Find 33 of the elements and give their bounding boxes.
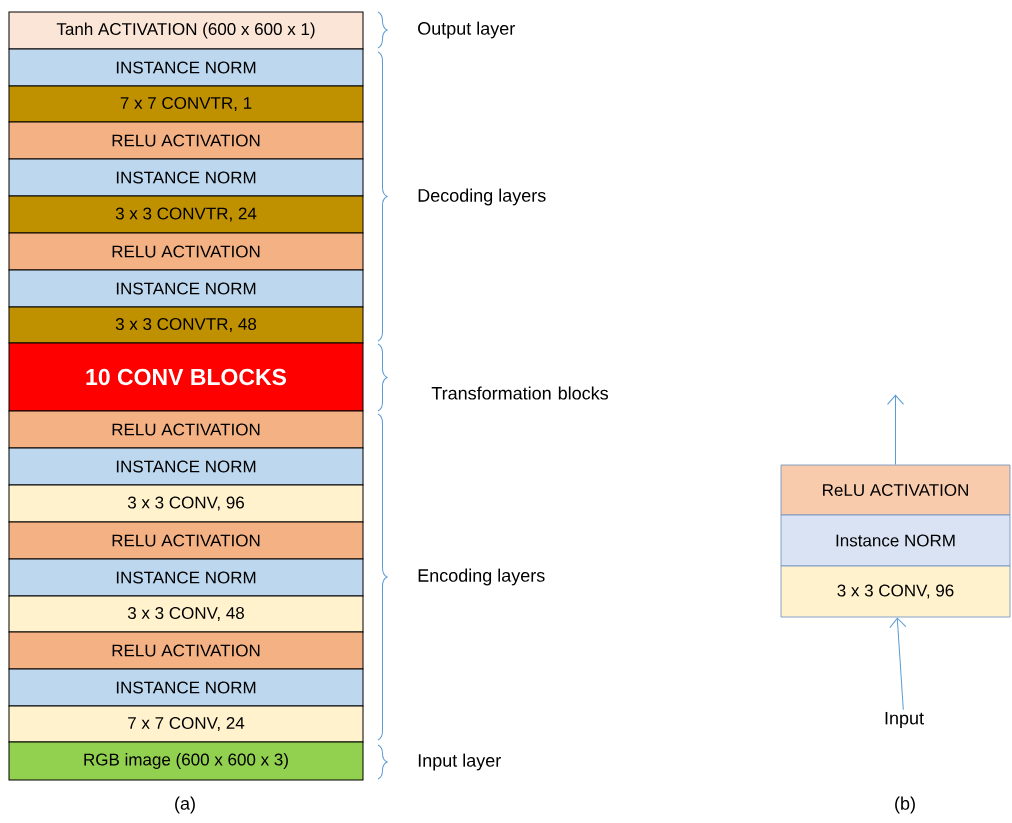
deconv-layer-box: 3 x 3 CONVTR, 48	[8, 306, 364, 344]
figure-label: (b)	[895, 796, 915, 814]
norm-layer-box: INSTANCE NORM	[8, 668, 364, 707]
norm-layer-box: INSTANCE NORM	[8, 158, 364, 197]
arrow	[889, 617, 907, 711]
section-label: Encoding layers	[418, 568, 545, 586]
conv-layer-box: 7 x 7 CONV, 24	[8, 705, 364, 743]
deconv-layer-box: 3 x 3 CONVTR, 24	[8, 195, 364, 234]
arrow	[887, 394, 904, 466]
section-label: Transformation blocks	[431, 386, 609, 400]
section-label: Output layer	[418, 21, 515, 39]
input-label: Input	[885, 711, 924, 729]
deconv-layer-box: 7 x 7 CONVTR, 1	[8, 85, 364, 123]
norm-layer-box: INSTANCE NORM	[8, 48, 364, 87]
output-layer-box: Tanh ACTIVATION (600 x 600 x 1)	[8, 11, 364, 50]
norm-layer-box: INSTANCE NORM	[8, 558, 364, 597]
conv-blocks-box: 10 CONV BLOCKS	[8, 342, 364, 412]
activation-layer-box: RELU ACTIVATION	[8, 232, 364, 271]
conv-layer-box: 3 x 3 CONV, 96	[780, 565, 1011, 618]
conv-layer-box: 3 x 3 CONV, 48	[8, 595, 364, 633]
activation-layer-box: RELU ACTIVATION	[8, 410, 364, 449]
norm-layer-box: Instance NORM	[780, 514, 1011, 567]
figure-label: (a)	[175, 796, 195, 814]
conv-layer-box: 3 x 3 CONV, 96	[8, 484, 364, 523]
norm-layer-box: INSTANCE NORM	[8, 447, 364, 486]
input-layer-box: RGB image (600 x 600 x 3)	[8, 741, 364, 781]
activation-layer-box: RELU ACTIVATION	[8, 631, 364, 670]
activation-layer-box: ReLU ACTIVATION	[780, 464, 1011, 516]
activation-layer-box: RELU ACTIVATION	[8, 521, 364, 560]
norm-layer-box: INSTANCE NORM	[8, 269, 364, 308]
section-label: Decoding layers	[418, 188, 546, 206]
activation-layer-box: RELU ACTIVATION	[8, 121, 364, 160]
section-label: Input layer	[418, 753, 501, 771]
